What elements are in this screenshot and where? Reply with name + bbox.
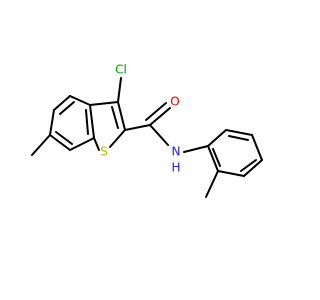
bond-carbonyl-n	[149, 124, 169, 146]
nitrogen-label: N	[172, 145, 181, 159]
hydrogen-label: H	[171, 161, 180, 175]
sulfur-label: S	[100, 145, 108, 159]
bond-c2-s	[109, 129, 126, 148]
double-bond-inner-1	[59, 101, 75, 115]
bond-n-aryl	[183, 145, 209, 153]
bond-carbonyl-o-1	[149, 107, 171, 126]
bond-c7a-c7	[69, 95, 91, 106]
bond-s-c3a	[93, 137, 100, 151]
bond-tolyl-2	[225, 129, 253, 136]
chlorine-label: Cl	[115, 63, 127, 77]
bond-carbonyl-o-2	[145, 102, 167, 121]
molecule-canvas: Cl O S N H	[31, 62, 263, 198]
bond-tolyl-1	[207, 129, 227, 147]
bond-c7-c6	[53, 95, 71, 111]
bond-c6-c5	[49, 109, 55, 136]
oxygen-label: O	[170, 95, 179, 109]
bond-tolyl-4	[243, 159, 263, 177]
bond-tolyl-3	[251, 134, 263, 161]
bond-c2-carbonyl	[124, 124, 151, 131]
bond-c3-c2	[117, 101, 126, 131]
double-bond-tolyl-2	[240, 159, 257, 172]
bond-methyl-left	[31, 134, 51, 156]
bond-c3a-c7a	[89, 104, 95, 139]
double-bond-inner-3	[85, 109, 89, 135]
double-bond-tolyl-1	[228, 135, 249, 141]
bond-tolyl-5	[217, 170, 245, 177]
bond-c7a-c3	[89, 101, 119, 106]
bond-c3-cl	[117, 77, 122, 103]
double-bond-tolyl-3	[212, 148, 221, 167]
double-bond-inner-2	[55, 131, 73, 145]
molecule-structure: Cl O S N H	[31, 63, 263, 198]
bond-c4-c3a	[69, 137, 95, 151]
bond-c5-c4	[49, 134, 71, 151]
bond-tolyl-6	[207, 145, 219, 172]
bond-methyl-ortho	[205, 170, 219, 198]
double-bond-c3-c2	[111, 106, 119, 129]
